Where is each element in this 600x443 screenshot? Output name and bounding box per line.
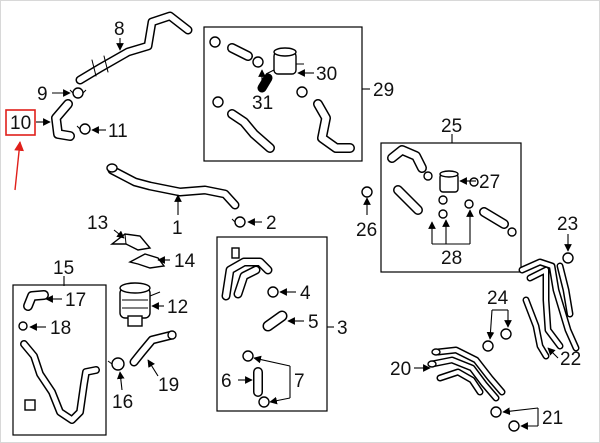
- part-13-bracket: [109, 233, 152, 251]
- box-29: [203, 26, 363, 162]
- callout-labels: 8 9 10 11 1 2 13 14 15 12 17 18 16 19 4 …: [10, 19, 581, 429]
- part-9-clamp: [69, 87, 87, 99]
- part-16-clamp: [107, 357, 125, 371]
- callout-29: 29: [373, 80, 394, 101]
- callout-20: 20: [390, 359, 411, 380]
- callout-9: 9: [37, 84, 48, 105]
- part-26-clamp: [361, 186, 373, 198]
- callout-12: 12: [167, 297, 188, 318]
- box-25-parts: [387, 145, 517, 237]
- part-22-pipes: [518, 258, 580, 360]
- callout-18: 18: [50, 318, 71, 339]
- callout-11: 11: [108, 121, 128, 142]
- callout-8: 8: [114, 19, 125, 40]
- callout-6: 6: [221, 371, 232, 392]
- highlight-box: [5, 109, 36, 136]
- callout-30: 30: [316, 64, 337, 85]
- part-23-clamp: [562, 252, 574, 264]
- callout-3: 3: [337, 318, 348, 339]
- box-25: [380, 142, 522, 273]
- callout-14: 14: [174, 251, 196, 272]
- part-11-clamp: [76, 123, 91, 135]
- callout-23: 23: [557, 214, 578, 235]
- callout-10: 10: [10, 113, 31, 134]
- part-8-pipe: [75, 11, 193, 85]
- part-15-pipe: [20, 340, 100, 424]
- highlight-callout-10: [5, 109, 36, 191]
- highlight-arrow: [14, 141, 24, 191]
- box-15: [12, 284, 107, 436]
- callout-17: 17: [65, 290, 86, 311]
- callout-15: 15: [53, 258, 74, 279]
- box-29-parts: [209, 36, 355, 153]
- part-20-pipes: [427, 346, 506, 402]
- leader-lines: [29, 38, 572, 430]
- callout-22: 22: [560, 349, 581, 370]
- part-21-clamps: [490, 406, 520, 432]
- callout-19: 19: [158, 375, 179, 396]
- box-3-parts: [221, 247, 288, 408]
- part-10-hose: [51, 99, 75, 141]
- part-18-clamp: [18, 321, 28, 331]
- part-12-pump: [119, 282, 161, 327]
- callout-1: 1: [172, 218, 183, 239]
- part-2-clamp: [231, 216, 246, 228]
- callout-16: 16: [112, 392, 133, 413]
- part-24-clamps: [482, 328, 512, 352]
- part-14-bracket: [128, 253, 166, 269]
- callout-4: 4: [300, 283, 311, 304]
- callout-26: 26: [356, 220, 377, 241]
- callout-24: 24: [487, 288, 509, 309]
- part-19-hose: [129, 330, 177, 367]
- callout-2: 2: [266, 213, 277, 234]
- callout-5: 5: [308, 312, 319, 333]
- callout-21: 21: [542, 408, 563, 429]
- callout-28: 28: [441, 248, 462, 269]
- box-3: [216, 236, 328, 412]
- part-17-hose: [23, 290, 49, 311]
- callout-31: 31: [252, 93, 273, 114]
- callout-25: 25: [441, 116, 462, 137]
- callout-27: 27: [479, 172, 500, 193]
- callout-7: 7: [294, 371, 305, 392]
- part-1-pipe: [106, 163, 240, 210]
- callout-13: 13: [87, 213, 108, 234]
